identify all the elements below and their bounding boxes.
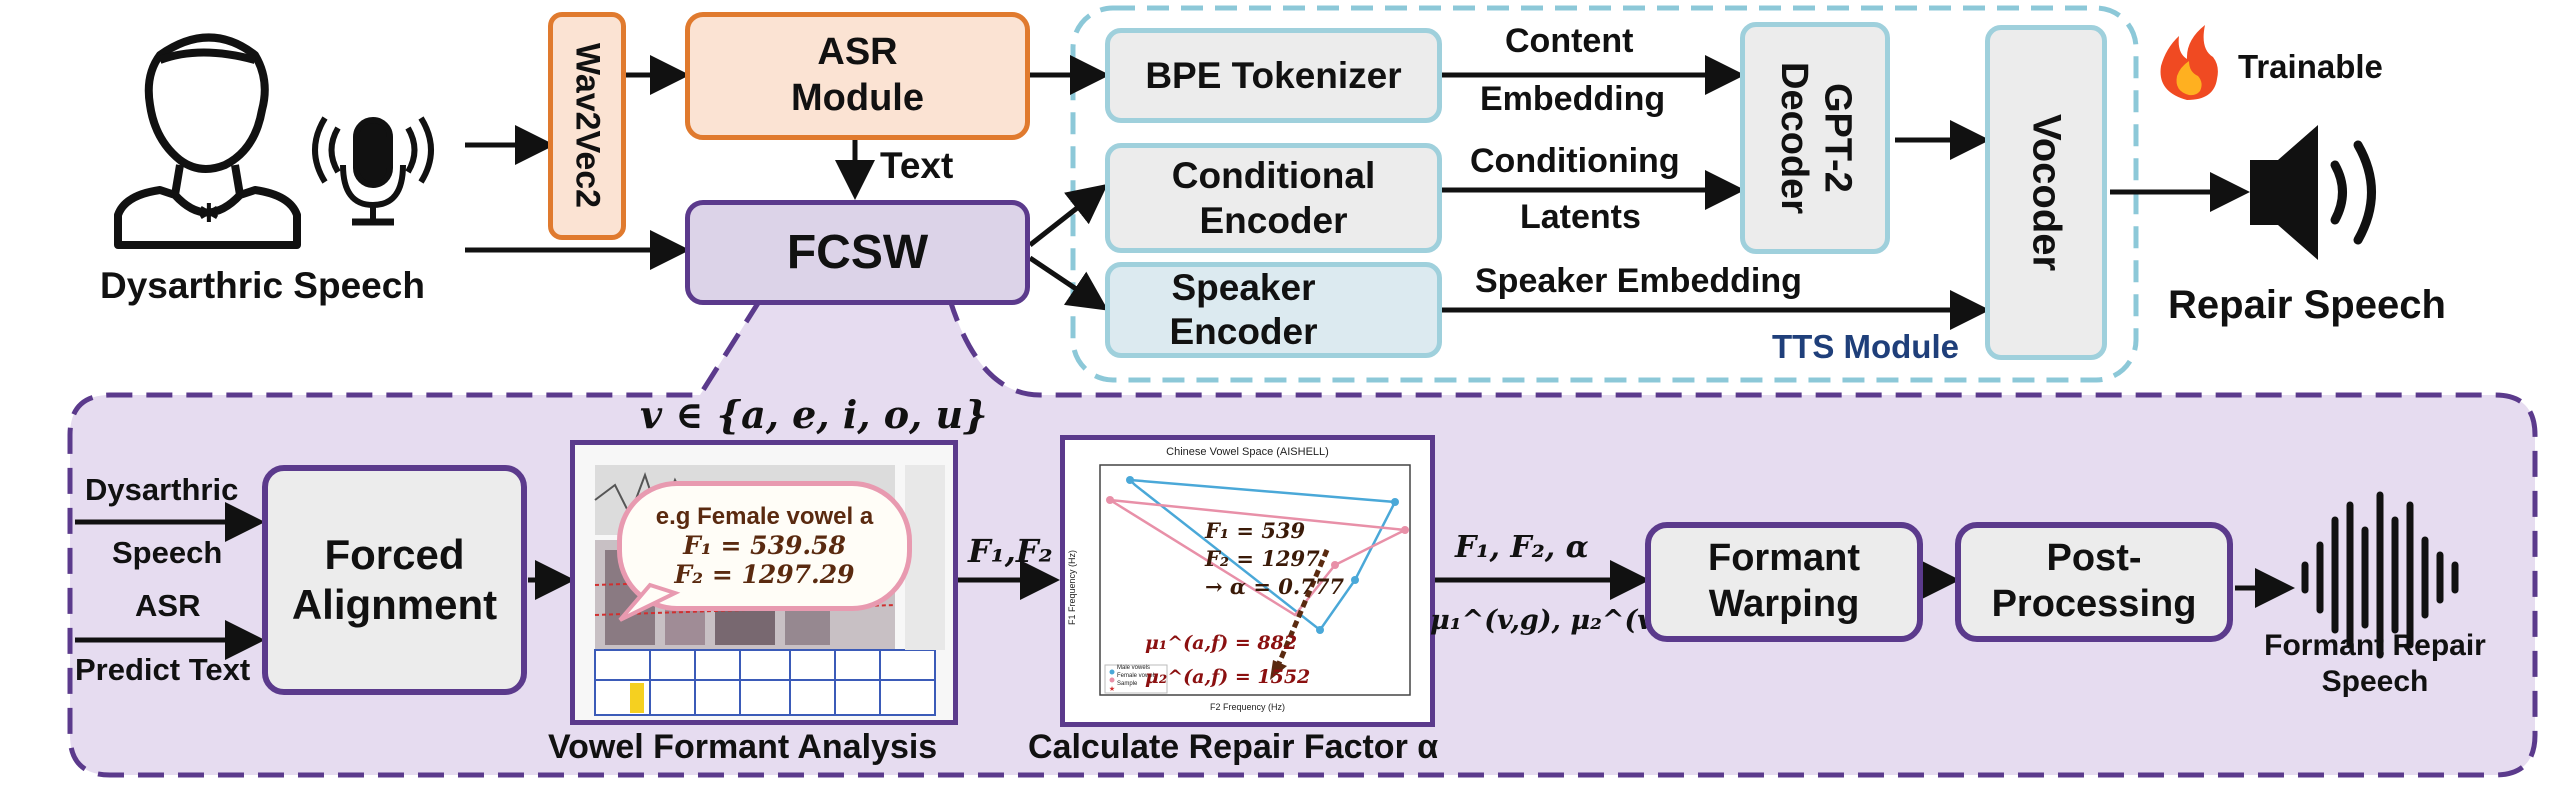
fire-icon-legend xyxy=(2160,25,2218,100)
formant-warping-box: Formant Warping xyxy=(1645,522,1923,642)
vowel-space-plot: ★ xyxy=(1099,464,1411,696)
params-label-1: F₁, F₂, α xyxy=(1455,530,1589,565)
female-point xyxy=(1106,496,1114,504)
chart-f1: F₁ = 539 xyxy=(1205,518,1306,543)
formant-warping-label: Formant Warping xyxy=(1708,537,1860,625)
repair-factor-caption: Calculate Repair Factor α xyxy=(1028,728,1439,766)
input-asr-label-2: Predict Text xyxy=(75,652,251,687)
input-dysarthric-label-2: Speech xyxy=(112,535,223,570)
bpe-tokenizer-box: BPE Tokenizer xyxy=(1105,28,1442,123)
legend-sample: Sample xyxy=(1117,681,1138,687)
vowel-set-label: v ∈ {a, e, i, o, u} xyxy=(640,392,988,437)
post-processing-label: Post- Processing xyxy=(1991,537,2197,625)
conditioning-latents-label-2: Latents xyxy=(1520,198,1641,236)
speaker-embedding-label: Speaker Embedding xyxy=(1475,262,1802,300)
chart-xlabel: F2 Frequency (Hz) xyxy=(1209,702,1286,712)
chart-mu2: μ₂^(a,f) = 1552 xyxy=(1145,666,1311,688)
vowel-formant-caption: Vowel Formant Analysis xyxy=(548,728,938,766)
speaker-encoder-label: Speaker Encoder xyxy=(1169,266,1318,352)
vocoder-box: Vocoder xyxy=(1985,25,2107,360)
chart-title: Chinese Vowel Space (AISHELL) xyxy=(1166,446,1329,458)
output-repair-speech-label: Repair Speech xyxy=(2168,283,2446,327)
arrow-fcsw-speaker xyxy=(1028,255,1109,311)
forced-alignment-label: Forced Alignment xyxy=(291,530,498,628)
tts-module-label: TTS Module xyxy=(1772,328,1959,365)
content-embedding-label-2: Embedding xyxy=(1480,80,1666,118)
speaker-encoder-box: Speaker Encoder xyxy=(1105,262,1442,358)
vowel-space-panel: Chinese Vowel Space (AISHELL) F2 Frequen… xyxy=(1060,435,1435,727)
conditional-encoder-label: Conditional Encoder xyxy=(1171,154,1376,241)
male-point xyxy=(1391,498,1399,506)
chart-f2: F₂ = 1297 xyxy=(1205,546,1320,571)
female-point xyxy=(1401,526,1409,534)
male-point xyxy=(1351,576,1359,584)
input-speech-label: Dysarthric Speech xyxy=(100,265,425,306)
chart-alpha: → α = 0.777 xyxy=(1205,574,1345,599)
legend-male: Male vowels xyxy=(1117,665,1151,671)
asr-module-box: ASR Module xyxy=(685,12,1030,140)
gpt2-decoder-box: GPT-2 Decoder xyxy=(1740,22,1890,254)
trainable-legend-label: Trainable xyxy=(2238,48,2383,85)
repair-arrowhead xyxy=(1270,660,1287,680)
forced-alignment-box: Forced Alignment xyxy=(262,465,527,695)
fcsw-box: FCSW xyxy=(685,200,1030,305)
formant-repair-output-label: Formant Repair Speech xyxy=(2264,629,2486,698)
bubble-tail xyxy=(618,582,681,622)
praat-panel: e.g Female vowel a F₁ = 539.58 F₂ = 1297… xyxy=(570,440,958,725)
speaker-icon xyxy=(2250,125,2376,260)
formant-speech-bubble: e.g Female vowel a F₁ = 539.58 F₂ = 1297… xyxy=(617,481,912,611)
bubble-f1: F₁ = 539.58 xyxy=(683,531,846,560)
conditional-encoder-box: Conditional Encoder xyxy=(1105,143,1442,253)
bubble-title: e.g Female vowel a xyxy=(655,503,874,530)
gpt2-decoder-label: GPT-2 Decoder xyxy=(1773,61,1859,215)
male-point xyxy=(1126,476,1134,484)
input-asr-label-1: ASR xyxy=(135,588,201,623)
bubble-f2: F₂ = 1297.29 xyxy=(674,560,855,589)
male-point xyxy=(1316,626,1324,634)
input-dysarthric-label-1: Dysarthric xyxy=(85,472,239,507)
female-point xyxy=(1331,561,1339,569)
text-label: Text xyxy=(880,145,954,186)
f1f2-label: F₁,F₂ xyxy=(968,532,1053,570)
arrow-fcsw-cond xyxy=(1028,183,1108,247)
content-embedding-label-1: Content xyxy=(1505,22,1634,60)
svg-text:★: ★ xyxy=(1109,685,1115,693)
star-icon: ✱ xyxy=(198,198,220,228)
legend-female: Female vowels xyxy=(1117,673,1158,679)
asr-module-label: ASR Module xyxy=(791,31,924,119)
conditioning-latents-label-1: Conditioning xyxy=(1470,142,1680,180)
male-vowel-polygon xyxy=(1126,478,1397,632)
microphone-icon xyxy=(312,116,434,226)
wav2vec2-box: Wav2Vec2 xyxy=(548,12,626,240)
waveform-icon xyxy=(2301,491,2459,659)
chart-mu1: μ₁^(a,f) = 882 xyxy=(1145,632,1298,654)
person-icon xyxy=(114,33,301,249)
post-processing-box: Post- Processing xyxy=(1955,522,2233,642)
